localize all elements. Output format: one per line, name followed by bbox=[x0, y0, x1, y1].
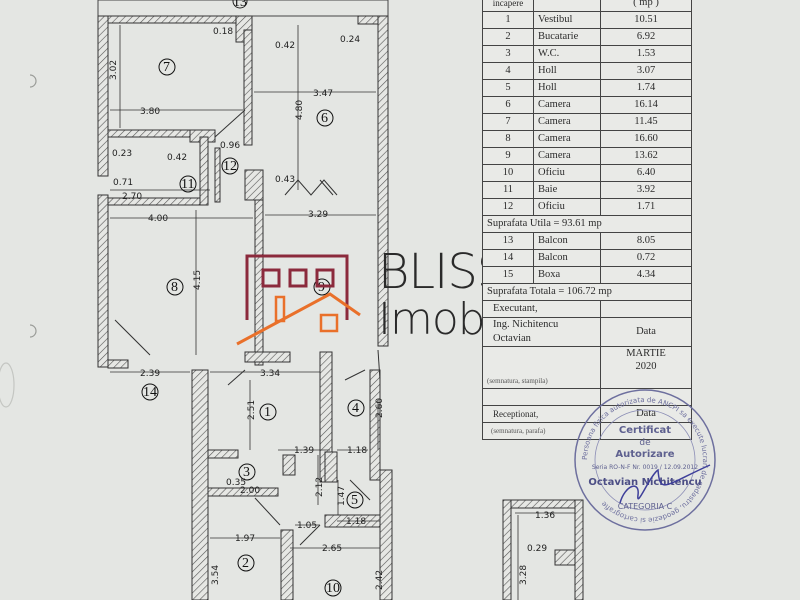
dim-r6-a: 0.24 bbox=[340, 35, 360, 45]
signature-icon bbox=[619, 464, 711, 504]
dim-r11-a: 0.23 bbox=[112, 149, 132, 159]
dim-r7-height: 3.02 bbox=[109, 60, 119, 80]
room-label-5: 5 bbox=[351, 493, 358, 508]
dim-r4-width: 1.18 bbox=[347, 446, 367, 456]
executant-row: Executant, bbox=[482, 300, 692, 318]
dim-r7-a: 0.18 bbox=[213, 27, 233, 37]
dim-r7-c: 0.42 bbox=[275, 41, 295, 51]
bliss-logo-icon bbox=[236, 254, 361, 346]
header-col-name bbox=[533, 0, 601, 12]
dim-r15-a: 0.29 bbox=[527, 544, 547, 554]
receptionat-row: Receptionat,Data bbox=[482, 405, 692, 423]
dim-r2-a: 1.05 bbox=[297, 521, 317, 531]
dim-r1-height: 2.51 bbox=[247, 400, 257, 420]
header-col-room: incapere bbox=[482, 0, 534, 12]
stamp-seal-icon: Persoana fizica autorizata de ANCPI sa e… bbox=[574, 389, 716, 531]
table-header-row: incapere ( mp ) bbox=[482, 0, 692, 12]
dim-r4-height: 2.60 bbox=[375, 398, 385, 418]
dim-r10-width: 2.65 bbox=[322, 544, 342, 554]
header-col-area: ( mp ) bbox=[600, 0, 692, 12]
dim-r3-a: 0.35 bbox=[226, 478, 246, 488]
signature-note: (semnatura, stampila) bbox=[487, 377, 548, 385]
room-label-1: 1 bbox=[264, 405, 271, 420]
dim-r8-width: 4.00 bbox=[148, 214, 168, 224]
svg-text:CATEGORIA C: CATEGORIA C bbox=[618, 502, 673, 511]
dim-r5-b: 1.47 bbox=[337, 486, 347, 506]
svg-text:de: de bbox=[639, 438, 651, 448]
room-label-7: 7 bbox=[163, 60, 170, 75]
dim-r15-width: 1.36 bbox=[535, 511, 555, 521]
room-label-6: 6 bbox=[321, 111, 328, 126]
room-label-8: 8 bbox=[171, 280, 178, 295]
dim-r3-b: 2.00 bbox=[240, 486, 260, 496]
dim-r12-a: 0.96 bbox=[220, 141, 240, 151]
binder-holes bbox=[0, 74, 37, 408]
dim-r5-c: 1.18 bbox=[346, 517, 366, 527]
dim-r10-height: 2.42 bbox=[375, 570, 385, 590]
authorization-stamp: Persoana fizica autorizata de ANCPI sa e… bbox=[570, 385, 720, 535]
dim-r8-height: 4.15 bbox=[193, 270, 203, 290]
total-area-row: Suprafata Totala = 106.72 mp bbox=[482, 283, 692, 301]
dim-r9-width: 3.29 bbox=[308, 210, 328, 220]
dim-r1-width: 3.34 bbox=[260, 369, 280, 379]
dim-r2-width: 1.97 bbox=[235, 534, 255, 544]
usable-area-row: Suprafata Utila = 93.61 mp bbox=[482, 215, 692, 233]
room-label-12: 12 bbox=[223, 159, 237, 174]
dim-r2-height: 3.54 bbox=[211, 565, 221, 585]
dim-r6-height: 4.80 bbox=[295, 100, 305, 120]
dim-r5-a: 2.12 bbox=[315, 477, 325, 497]
room-label-14: 14 bbox=[143, 385, 157, 400]
dim-r11-width: 2.70 bbox=[122, 192, 142, 202]
room-label-11: 11 bbox=[181, 177, 194, 192]
dim-r15-b: 3.28 bbox=[519, 565, 529, 585]
room-label-2: 2 bbox=[242, 556, 249, 571]
svg-text:Octavian Nichitencu: Octavian Nichitencu bbox=[588, 477, 701, 488]
dim-r11-d: 0.71 bbox=[113, 178, 133, 188]
dim-r6-d: 0.43 bbox=[275, 175, 295, 185]
svg-text:Seria RO-N-F Nr. 0019 / 12.09.: Seria RO-N-F Nr. 0019 / 12.09.2012 bbox=[592, 464, 698, 471]
dim-r6-width: 3.47 bbox=[313, 89, 333, 99]
svg-text:Autorizare: Autorizare bbox=[615, 449, 674, 460]
room-label-3: 3 bbox=[243, 465, 250, 480]
receptionat-note-row: (semnatura, parafa) bbox=[482, 422, 692, 440]
room-label-13: 13 bbox=[233, 0, 247, 10]
dim-r14-width: 2.39 bbox=[140, 369, 160, 379]
dim-r7-width: 3.80 bbox=[140, 107, 160, 117]
dim-r11-g: 0.42 bbox=[167, 153, 187, 163]
svg-text:Certificat: Certificat bbox=[619, 425, 671, 436]
room-label-4: 4 bbox=[352, 401, 359, 416]
room-label-10: 10 bbox=[326, 581, 340, 596]
dim-r1-b: 1.39 bbox=[294, 446, 314, 456]
